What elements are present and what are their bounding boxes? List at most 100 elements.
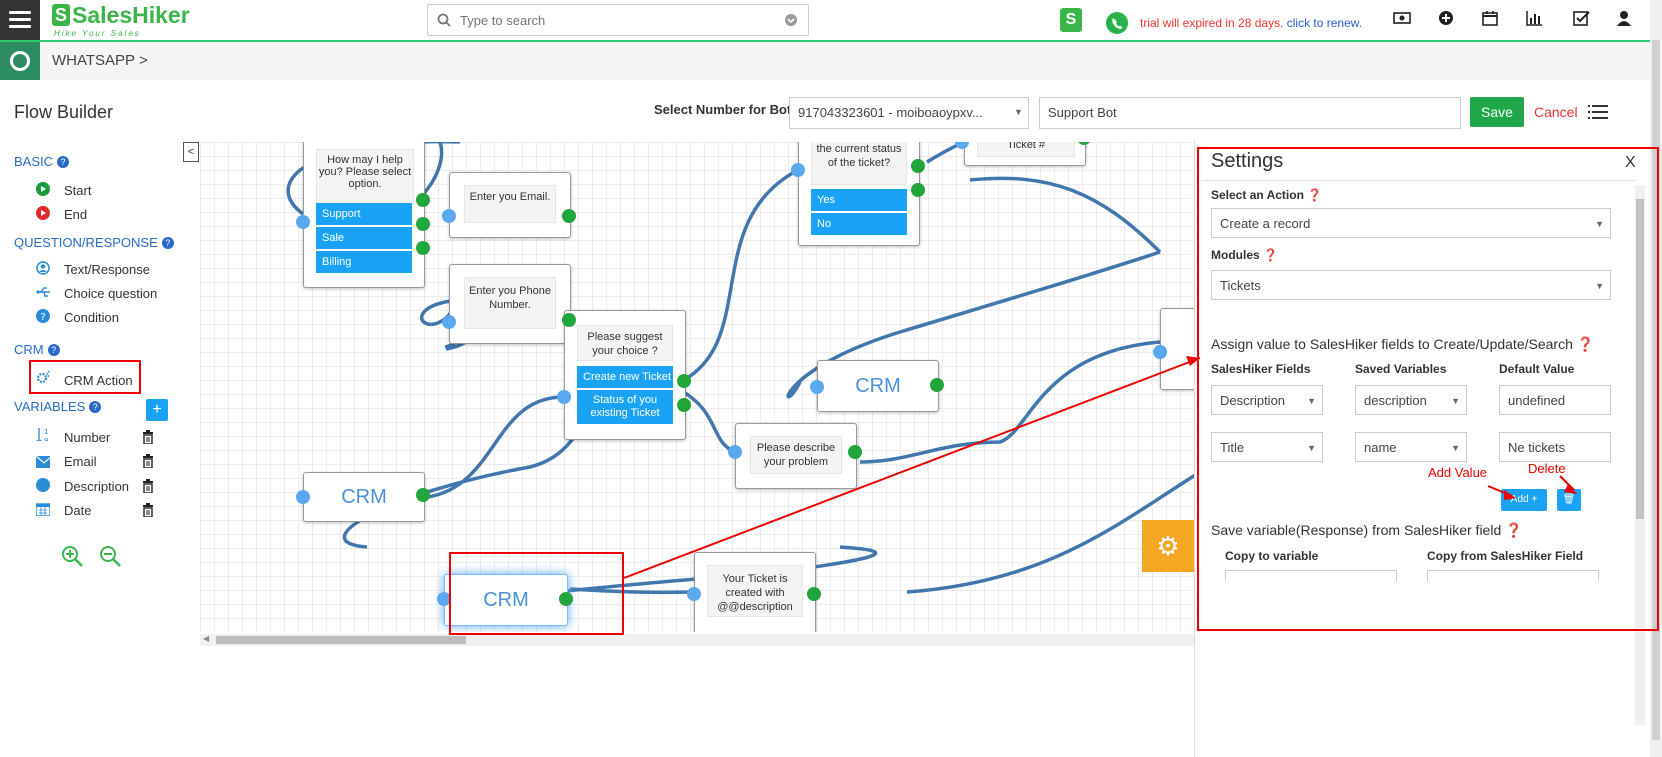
page-scrollbar[interactable] [1650, 0, 1662, 757]
field-select-row1[interactable]: Description▼ [1211, 385, 1323, 415]
scrollbar-thumb[interactable] [1636, 199, 1644, 519]
palette-end[interactable]: End [64, 207, 88, 222]
bot-name-value: Support Bot [1048, 105, 1117, 120]
option-no[interactable]: No [811, 213, 907, 235]
default-value-row2[interactable]: Ne tickets [1499, 432, 1611, 462]
node-text: the current status of the ticket? [811, 142, 907, 185]
copy-from-field-select[interactable] [1427, 570, 1599, 581]
col-saleshiker-fields: SalesHiker Fields [1211, 362, 1311, 376]
variable-number[interactable]: Number [64, 430, 111, 445]
flow-canvas[interactable]: How may I help you? Please select option… [200, 142, 1200, 632]
col-saved-variables: Saved Variables [1355, 362, 1447, 376]
bot-name-field[interactable]: Support Bot [1039, 97, 1461, 129]
help-icon: ? [161, 237, 174, 249]
palette-condition[interactable]: Condition [64, 310, 119, 325]
chevron-down-circle-icon[interactable] [784, 13, 798, 27]
text-node-ticket[interactable]: Ticket # [964, 142, 1086, 166]
crm-action-node-selected[interactable]: CRM [444, 574, 568, 626]
zoom-in-icon[interactable] [60, 544, 84, 568]
breadcrumb-whatsapp[interactable]: WHATSAPP > [52, 52, 148, 69]
palette-start[interactable]: Start [64, 183, 92, 198]
trash-icon[interactable] [142, 430, 154, 444]
scrollbar-thumb[interactable] [1652, 40, 1660, 740]
settings-title: Settings [1211, 150, 1284, 172]
palette-text-response[interactable]: Text/Response [64, 262, 150, 277]
start-icon [36, 182, 50, 196]
search-icon [437, 13, 451, 27]
col-default-value: Default Value [1499, 362, 1575, 376]
question-response-heading: QUESTION/RESPONSE? [14, 235, 174, 250]
default-value-row1[interactable]: undefined [1499, 385, 1611, 415]
scroll-left-arrow-icon[interactable]: ◀ [203, 634, 210, 643]
copy-to-variable-select[interactable] [1225, 570, 1397, 581]
palette-choice-question[interactable]: Choice question [64, 286, 158, 301]
option-support[interactable]: Support [316, 203, 412, 225]
choice-node-help[interactable]: How may I help you? Please select option… [303, 142, 425, 288]
list-menu-icon[interactable] [1588, 104, 1608, 120]
canvas-horizontal-scrollbar[interactable]: ◀ [200, 634, 1200, 646]
flow-builder-title-panel: Flow Builder [0, 80, 183, 140]
saleshiker-s-icon[interactable]: S [1060, 8, 1082, 32]
zoom-out-icon[interactable] [98, 544, 122, 568]
delete-value-button[interactable]: 🗑 [1557, 489, 1581, 511]
node-ports [296, 142, 1167, 606]
save-variable-heading: Save variable(Response) from SalesHiker … [1211, 522, 1523, 538]
variable-select-row2[interactable]: name▼ [1355, 432, 1467, 462]
bar-chart-icon[interactable] [1524, 10, 1544, 30]
save-button[interactable]: Save [1470, 97, 1524, 127]
hamburger-menu-icon[interactable] [0, 0, 40, 40]
variable-select-value: description [1364, 393, 1427, 408]
caret-down-icon: ▼ [1307, 396, 1316, 406]
bot-number-value: 917043323601 - moiboaoypxv... [798, 105, 983, 120]
trash-icon[interactable] [142, 454, 154, 468]
trash-icon[interactable] [142, 503, 154, 517]
variable-email[interactable]: Email [64, 454, 97, 469]
crm-action-node[interactable]: CRM [303, 472, 425, 522]
variable-description[interactable]: Description [64, 479, 130, 494]
help-icon: ? [57, 156, 70, 168]
end-icon [36, 206, 50, 220]
option-yes[interactable]: Yes [811, 189, 907, 211]
help-icon: ❓ [1307, 188, 1323, 202]
option-sale[interactable]: Sale [316, 227, 412, 249]
brand-logo[interactable]: S SalesHiker Hike Your Sales [52, 2, 190, 38]
plus-circle-icon[interactable] [1436, 10, 1456, 30]
collapse-sidebar-button[interactable]: < [183, 142, 199, 162]
svg-text:9: 9 [44, 437, 48, 441]
text-node-email[interactable]: Enter you Email. [449, 172, 571, 238]
close-settings-button[interactable]: X [1625, 154, 1636, 171]
choice-node-status[interactable]: the current status of the ticket? Yes No [798, 142, 920, 246]
add-variable-button[interactable]: + [146, 399, 168, 421]
calendar-icon[interactable] [1480, 10, 1500, 30]
action-select[interactable]: Create a record▼ [1211, 208, 1611, 238]
search-input[interactable] [458, 9, 772, 31]
text-node-phone[interactable]: Enter you Phone Number. [449, 264, 571, 344]
annotation-box-crm-action [29, 360, 141, 394]
modules-select[interactable]: Tickets▼ [1211, 270, 1611, 300]
scrollbar-thumb[interactable] [216, 636, 466, 644]
settings-scrollbar[interactable] [1635, 185, 1645, 725]
bot-number-select[interactable]: 917043323601 - moiboaoypxv... ▼ [789, 97, 1029, 129]
variable-select-row1[interactable]: description▼ [1355, 385, 1467, 415]
palette-crm-action[interactable]: CRM Action [64, 373, 133, 388]
variable-date[interactable]: Date [64, 503, 92, 518]
whatsapp-icon[interactable] [1105, 11, 1129, 35]
brand-name: SalesHiker [72, 2, 190, 28]
trial-text: trial will expired in 28 days. [1140, 16, 1284, 30]
option-billing[interactable]: Billing [316, 251, 412, 273]
trash-icon[interactable] [142, 479, 154, 493]
user-icon[interactable] [1614, 10, 1634, 30]
renew-link[interactable]: click to renew. [1286, 16, 1363, 30]
app-ring-icon[interactable] [0, 42, 40, 80]
user-circle-icon [36, 261, 50, 275]
field-select-row2[interactable]: Title▼ [1211, 432, 1323, 462]
action-select-value: Create a record [1220, 216, 1311, 231]
caret-down-icon: ▼ [1451, 443, 1460, 453]
help-icon: ❓ [1263, 248, 1278, 262]
cancel-button[interactable]: Cancel [1534, 104, 1578, 120]
global-search[interactable] [427, 4, 809, 36]
money-icon[interactable] [1392, 10, 1412, 30]
checkbox-icon[interactable] [1572, 10, 1592, 30]
settings-gear-icon[interactable]: ⚙ [1142, 520, 1194, 572]
brand-initial: S [52, 4, 70, 26]
